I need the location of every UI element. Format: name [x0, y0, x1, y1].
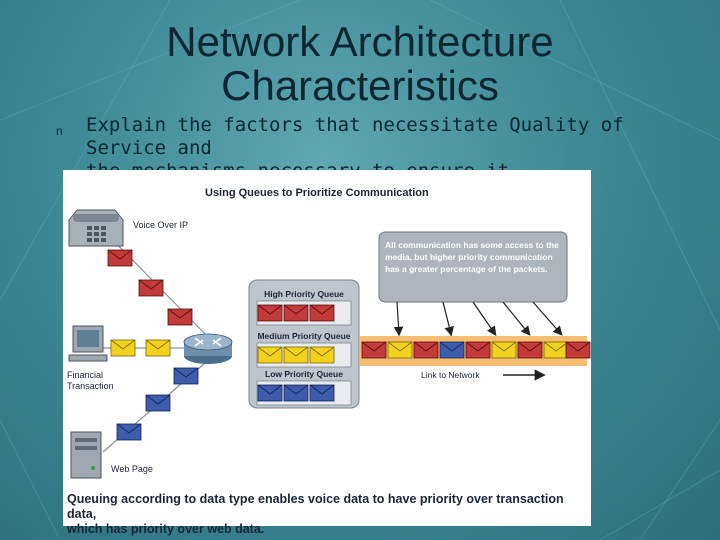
- envelope-icon: [167, 308, 193, 326]
- envelope-icon: [439, 341, 465, 359]
- envelope-icon: [257, 384, 283, 402]
- envelope-icon: [413, 341, 439, 359]
- bullet-marker: n: [56, 124, 63, 138]
- envelope-icon: [283, 384, 309, 402]
- router-icon: [183, 333, 233, 364]
- financial-label-line-2: Transaction: [67, 381, 114, 391]
- note-line-1: All communication has some access to the: [385, 240, 559, 250]
- server-icon: [70, 431, 102, 479]
- high-priority-queue-label: High Priority Queue: [264, 289, 344, 299]
- envelope-icon: [387, 341, 413, 359]
- envelope-icon: [145, 394, 171, 412]
- diagram-caption: Queuing according to data type enables v…: [67, 492, 587, 537]
- caption-line-2: which has priority over web data.: [67, 522, 265, 536]
- computer-icon: [68, 325, 108, 362]
- caption-line-1: Queuing according to data type enables v…: [67, 492, 564, 521]
- low-priority-queue-label: Low Priority Queue: [265, 369, 343, 379]
- envelope-icon: [138, 279, 164, 297]
- envelope-icon: [173, 367, 199, 385]
- medium-priority-queue-label: Medium Priority Queue: [257, 331, 350, 341]
- envelope-icon: [257, 346, 283, 364]
- note-line-2: media, but higher priority communication: [385, 252, 553, 262]
- note-line-3: has a greater percentage of the packets.: [385, 264, 548, 274]
- voip-label: Voice Over IP: [133, 220, 188, 230]
- envelope-icon: [309, 346, 335, 364]
- envelope-icon: [283, 304, 309, 322]
- diagram-heading: Using Queues to Prioritize Communication: [205, 187, 429, 199]
- bullet-line-1: Explain the factors that necessitate Qua…: [86, 114, 624, 159]
- envelope-icon: [107, 249, 133, 267]
- envelope-icon: [116, 423, 142, 441]
- envelope-icon: [465, 341, 491, 359]
- envelope-icon: [491, 341, 517, 359]
- slide-title: Network Architecture Characteristics: [0, 20, 720, 108]
- envelope-icon: [309, 304, 335, 322]
- envelope-icon: [145, 339, 171, 357]
- title-line-1: Network Architecture: [166, 18, 554, 65]
- envelope-icon: [517, 341, 543, 359]
- note-arrows: [393, 301, 563, 337]
- link-to-network-label: Link to Network: [421, 370, 480, 380]
- envelope-icon: [565, 341, 591, 359]
- financial-label-line-1: Financial: [67, 370, 103, 380]
- envelope-icon: [309, 384, 335, 402]
- web-page-label: Web Page: [111, 464, 153, 474]
- envelope-icon: [543, 341, 569, 359]
- envelope-icon: [361, 341, 387, 359]
- envelope-icon: [110, 339, 136, 357]
- title-line-2: Characteristics: [221, 62, 499, 109]
- telephone-icon: [68, 209, 124, 247]
- envelope-icon: [257, 304, 283, 322]
- envelope-icon: [283, 346, 309, 364]
- qos-diagram: Using Queues to Prioritize Communication…: [63, 170, 591, 536]
- diagram-canvas: Using Queues to Prioritize Communication…: [67, 187, 591, 479]
